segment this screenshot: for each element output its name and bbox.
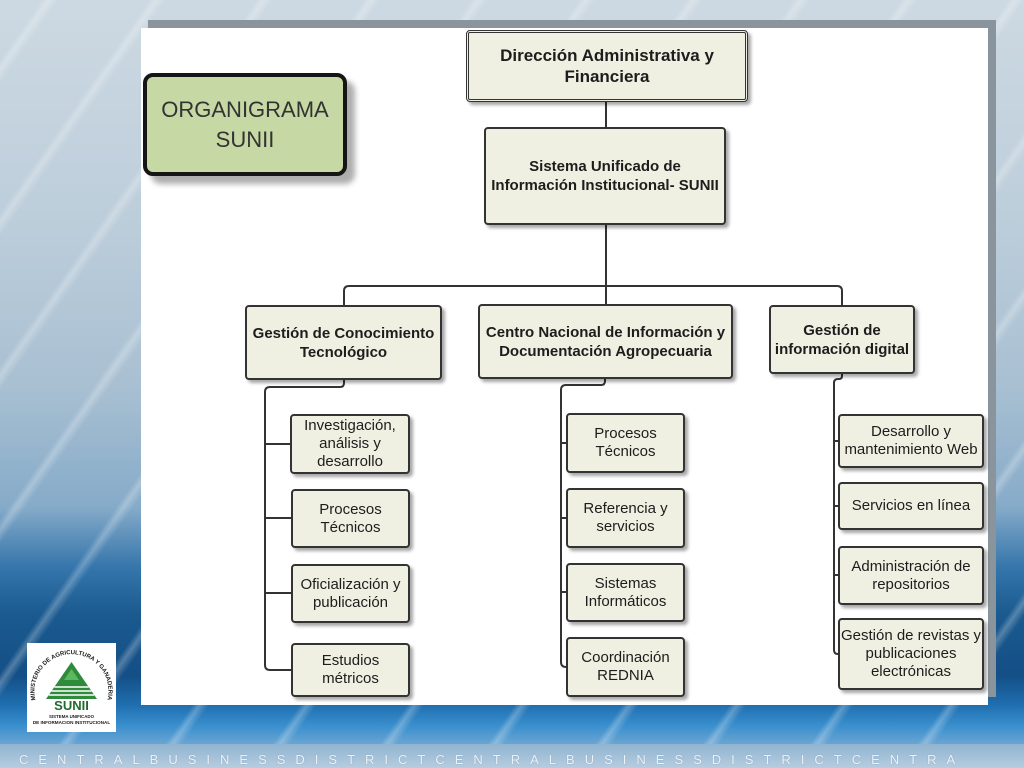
org-node-gestion-conocimiento-tecnologico: Gestión de Conocimiento Tecnológico (245, 305, 442, 380)
org-node-estudios-metricos: Estudios métricos (291, 643, 410, 697)
node-label-line: Coordinación (581, 649, 670, 666)
node-label-line: repositorios (872, 575, 950, 593)
node-label-line: Técnicos (595, 443, 656, 460)
node-label-line: Financiera (564, 67, 650, 86)
node-label-line: electrónicas (870, 663, 952, 680)
sunii-logo-graphic: MINISTERIO DE AGRICULTURA Y GANADERIA SU… (30, 650, 112, 725)
node-label-line: servicios (596, 518, 655, 535)
footer-strip: CENTRALBUSINESSDISTRICTCENTRALBUSINESSDI… (0, 744, 1024, 768)
sunii-logo: MINISTERIO DE AGRICULTURA Y GANADERIA SU… (27, 643, 116, 732)
org-node-sunii: Sistema Unificado de Información Institu… (484, 127, 726, 225)
org-node-administracion-repositorios: Administración de repositorios (838, 546, 984, 605)
node-label-line: Dirección Administrativa y (500, 46, 714, 65)
node-label-line: Gestión de revistas y (840, 627, 982, 644)
logo-brand-text: SUNII (54, 698, 89, 713)
node-label-line: Procesos (319, 500, 382, 518)
node-label-line: desarrollo (317, 453, 383, 470)
node-label-line: Estudios (321, 652, 380, 669)
org-node-gestion-informacion-digital: Gestión de información digital (769, 305, 915, 374)
slide-title-line: ORGANIGRAMA (161, 96, 329, 122)
node-label-line: Referencia y (583, 500, 668, 517)
logo-caption-line: SISTEMA UNIFICADO (49, 714, 95, 719)
org-node-direccion-administrativa-financiera: Dirección Administrativa y Financiera (466, 30, 748, 102)
node-label-line: información digital (774, 340, 910, 358)
connector-unit-3-spine (833, 374, 843, 655)
node-label-line: Gestión de Conocimiento (252, 324, 435, 342)
org-node-referencia-servicios: Referencia y servicios (566, 488, 685, 548)
org-node-centro-nacional-informacion: Centro Nacional de Información y Documen… (478, 304, 733, 379)
org-node-sistemas-informaticos: Sistemas Informáticos (566, 563, 685, 622)
footer-text: CENTRALBUSINESSDISTRICTCENTRALBUSINESSDI… (19, 752, 966, 767)
connector-units-bus (343, 285, 843, 305)
org-node-procesos-tecnicos-cnida: Procesos Técnicos (566, 413, 685, 473)
node-label-line: análisis y (319, 435, 381, 452)
org-node-coordinacion-rednia: Coordinación REDNIA (566, 637, 685, 697)
node-label-line: Informáticos (584, 592, 667, 610)
node-label-line: Investigación, (304, 417, 396, 434)
node-label-line: REDNIA (597, 667, 654, 684)
node-label-line: Gestión de (803, 321, 881, 339)
node-label-line: Sistemas (594, 574, 657, 592)
org-node-oficializacion-publicacion: Oficialización y publicación (291, 564, 410, 623)
org-node-gestion-revistas-publicaciones: Gestión de revistas y publicaciones elec… (838, 618, 984, 690)
slide-title-line: SUNII (215, 126, 275, 152)
node-label-line: Información Institucional- SUNII (491, 177, 719, 194)
org-node-investigacion-analisis-desarrollo: Investigación, análisis y desarrollo (290, 414, 410, 474)
slide-title-box: ORGANIGRAMA SUNII (143, 73, 347, 176)
node-label-line: Centro Nacional de Información y (485, 323, 726, 341)
node-label-line: mantenimiento Web (844, 441, 978, 458)
connector-unit-2-spine (560, 379, 606, 668)
node-label-line: Técnicos (320, 518, 381, 536)
node-label-line: Servicios en línea (851, 497, 971, 514)
node-label-line: Sistema Unificado de (529, 158, 681, 175)
node-label-line: Oficialización y (300, 575, 401, 593)
node-label-line: Tecnológico (299, 343, 388, 361)
node-label-line: métricos (322, 670, 379, 687)
connector-group (264, 102, 843, 671)
node-label-line: Documentación Agropecuaria (499, 342, 712, 360)
node-label-line: Desarrollo y (870, 423, 952, 440)
logo-mountain-icon (46, 662, 97, 699)
node-label-line: publicaciones (865, 645, 957, 662)
node-label-line: publicación (312, 593, 389, 611)
logo-mountain-peak (64, 669, 79, 680)
node-label-line: Procesos (594, 425, 657, 442)
org-node-desarrollo-mantenimiento-web: Desarrollo y mantenimiento Web (838, 414, 984, 468)
org-node-procesos-tecnicos-gct: Procesos Técnicos (291, 489, 410, 548)
logo-caption-line: DE INFORMACION INSTITUCIONAL (33, 720, 111, 725)
connector-unit-1-spine (264, 380, 345, 671)
org-node-servicios-en-linea: Servicios en línea (838, 482, 984, 530)
node-label-line: Administración de (851, 557, 971, 575)
